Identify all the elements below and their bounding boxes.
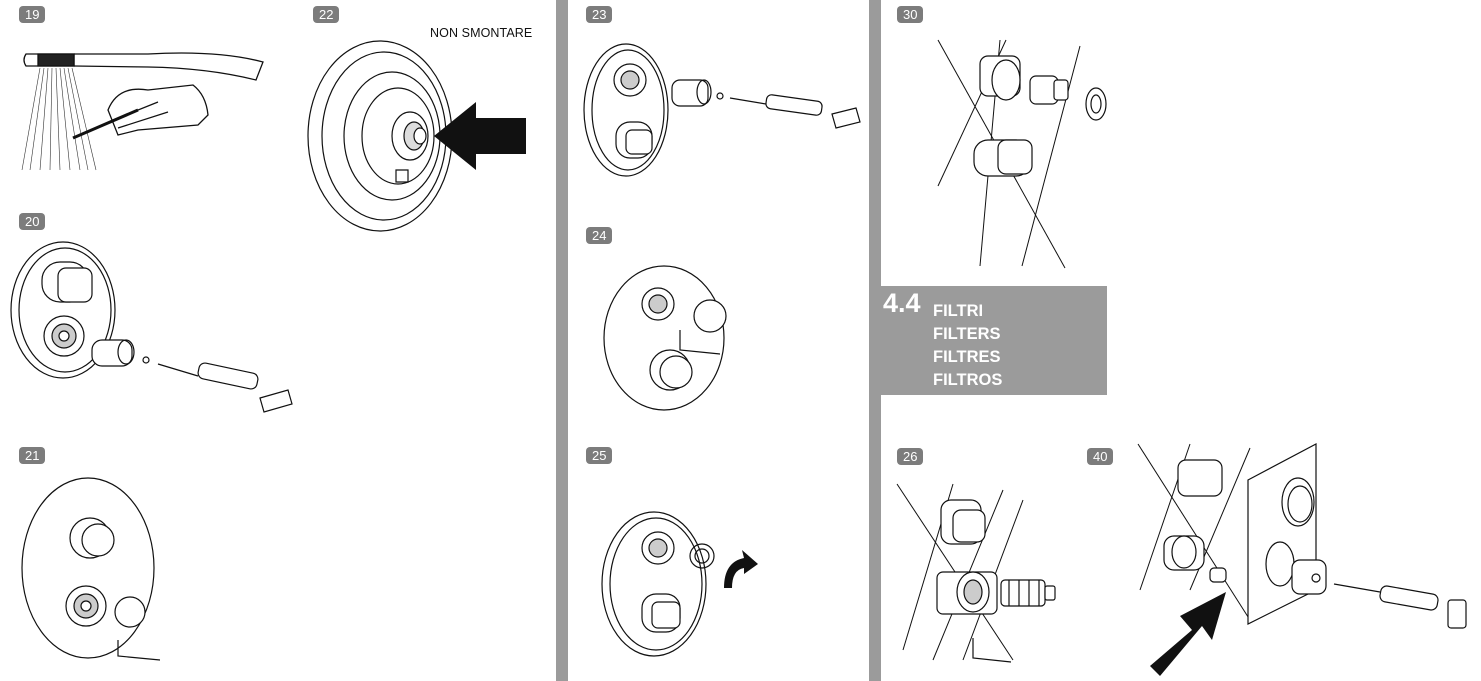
figure-21-mixer-hexkey xyxy=(18,470,178,670)
figure-24-mixer-hexkey xyxy=(600,262,740,417)
cartridge-icon xyxy=(1054,80,1068,100)
step-badge-21: 21 xyxy=(19,447,46,464)
note-non-smontare: NON SMONTARE xyxy=(430,26,533,40)
screwdriver-icon xyxy=(197,362,259,390)
section-number: 4.4 xyxy=(883,288,921,318)
step-badge-23: 23 xyxy=(586,6,613,23)
step-badge-40: 40 xyxy=(1087,448,1114,465)
step-badge-25: 25 xyxy=(586,447,613,464)
column-divider-2 xyxy=(869,0,881,681)
rotate-arrow-icon xyxy=(724,550,758,588)
section-title-en: FILTERS xyxy=(933,325,1001,343)
section-title-it: FILTRI xyxy=(933,302,984,320)
hex-key-icon xyxy=(680,330,720,354)
arrow-icon xyxy=(1150,592,1226,676)
step-badge-19: 19 xyxy=(19,6,46,23)
figure-25-mixer-rotate xyxy=(598,508,768,668)
figure-23-mixer-screwdriver xyxy=(580,42,870,182)
section-title-es: FILTROS xyxy=(933,371,1003,389)
section-4-4-filters: 4.4 FILTRI FILTERS FILTRES FILTROS xyxy=(881,286,1107,395)
screwdriver-icon xyxy=(765,94,822,116)
hex-key-icon xyxy=(973,638,1011,662)
step-badge-26: 26 xyxy=(897,448,924,465)
figure-26-filter-cartridge xyxy=(893,480,1068,665)
figure-19-hand-shower xyxy=(18,40,268,175)
section-titles: FILTRI FILTERS FILTRES FILTROS xyxy=(933,300,1002,392)
screwdriver-icon xyxy=(1379,585,1439,611)
column-divider-1 xyxy=(556,0,568,681)
arrow-icon xyxy=(434,102,526,170)
figure-22-rosette xyxy=(300,40,540,240)
section-title-fr: FILTRES xyxy=(933,348,1001,366)
step-badge-24: 24 xyxy=(586,227,613,244)
hex-key-icon xyxy=(118,640,160,660)
step-badge-30: 30 xyxy=(897,6,924,23)
step-badge-20: 20 xyxy=(19,213,46,230)
figure-30-cartridge xyxy=(930,36,1120,272)
figure-40-plate-screwdriver xyxy=(1130,440,1475,676)
hand-shower-icon xyxy=(18,40,268,175)
step-badge-22: 22 xyxy=(313,6,340,23)
figure-20-mixer-screwdriver xyxy=(8,240,298,420)
